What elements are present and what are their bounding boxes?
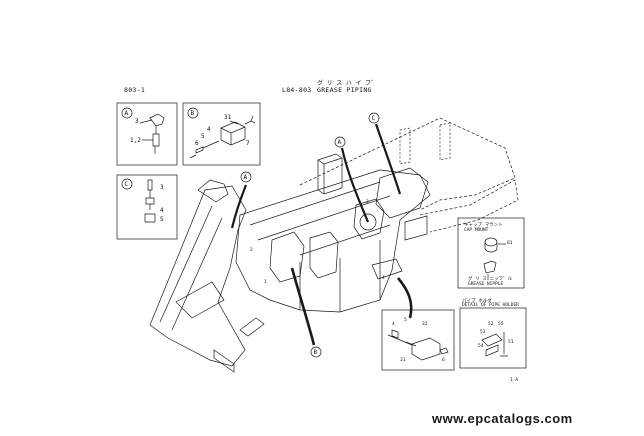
pipe-holder-label-54: 54: [478, 344, 484, 349]
callout-c-ring: [368, 112, 380, 124]
detail-b-letter: B: [190, 109, 195, 117]
page-title: GREASE PIPING: [317, 86, 372, 94]
rear-frame-side: [419, 179, 519, 233]
pipe-holder-bolt: [500, 332, 508, 357]
bottom-detail-box: [381, 309, 455, 371]
bottom-detail-nut: [439, 347, 449, 355]
detail-a-fitting: [149, 113, 165, 154]
bottom-detail-label-6: 6: [442, 358, 445, 363]
title-jp: グ リ ス ハ イ フ゜: [317, 80, 378, 87]
callout-a1-ring: [240, 171, 252, 183]
cap-mount-title: CAP MOUNT: [464, 228, 489, 233]
detail-c-label-3: 3: [160, 184, 164, 191]
detail-box-a: [116, 102, 178, 166]
bottom-detail-label-4: 4: [392, 322, 395, 327]
section-code: L84-803: [282, 86, 312, 94]
detail-b-leader-31: [229, 120, 239, 125]
cap-mount-cap: [484, 237, 498, 253]
pipe-holder-title: DETAIL OF PIPE HOLDER: [462, 303, 519, 308]
cap-mount-label: 81: [507, 241, 513, 246]
cap-mount-title-jp: キャップ マウント: [464, 223, 503, 228]
pipe-holder-label-52: 52: [488, 322, 494, 327]
cap-mount-box: [457, 217, 525, 289]
grease-nipple-shape: [483, 260, 497, 280]
rear-hose-blocks: [371, 215, 428, 280]
callout-a2: A: [337, 138, 342, 146]
bottom-detail-label-31: 31: [400, 358, 406, 363]
rear-bracket: [375, 167, 429, 219]
detail-c-label-4: 4: [160, 207, 164, 214]
hose-to-b: [290, 267, 316, 346]
callout-b-ring: [310, 346, 322, 358]
front-frame-ribs: [249, 181, 391, 312]
arm-lower-links: [213, 317, 265, 373]
part-label-4: 4: [382, 276, 385, 281]
center-pivot: [353, 198, 385, 240]
lift-arm-outline: [149, 185, 247, 367]
detail-c-nipple: [144, 179, 156, 223]
bottom-detail-label-5: 5: [404, 318, 407, 323]
part-label-2: 2: [250, 248, 253, 253]
detail-a-badge: [121, 107, 133, 119]
pipe-holder-box: [459, 307, 527, 369]
rear-frame-posts: [399, 122, 451, 165]
detail-b-label-4: 4: [207, 126, 211, 133]
detail-box-c: [116, 174, 178, 240]
detail-b-block: [220, 121, 246, 146]
detail-c-letter: C: [124, 180, 129, 188]
lift-arm-details: [159, 205, 225, 331]
bottom-detail-fittings: [387, 329, 441, 361]
page-reference: 1-A: [510, 378, 519, 383]
detail-c-badge: [121, 178, 133, 190]
front-bracket-left: [269, 231, 305, 283]
detail-b-label-31: 31: [224, 114, 232, 121]
detail-b-label-5: 5: [201, 133, 205, 140]
pipe-holder-label-53: 53: [480, 330, 486, 335]
detail-c-label-5: 5: [160, 216, 164, 223]
hose-to-detail: [397, 277, 413, 319]
detail-b-label-7: 7: [246, 140, 250, 147]
callout-a1: A: [243, 173, 248, 181]
detail-b-fittings: [189, 115, 256, 159]
detail-box-b: [182, 102, 261, 166]
rear-frame-top: [299, 117, 516, 211]
pipe-holder-clamp: [481, 333, 503, 357]
page-code: 803-1: [124, 86, 146, 94]
detail-b-badge: [187, 107, 199, 119]
callout-c: C: [371, 114, 376, 122]
part-label-1: 1: [264, 280, 267, 285]
bottom-detail-label-32: 32: [422, 322, 428, 327]
callout-a2-ring: [334, 136, 346, 148]
part-label-3: 3: [366, 200, 369, 205]
pipe-holder-label-55: 55: [498, 322, 504, 327]
pipe-holder-label-51: 51: [508, 340, 514, 345]
hose-to-a2: [340, 147, 370, 223]
grease-nipple-title-jp: グ リ ス ニッフ゜ル: [468, 277, 513, 282]
arm-pivot-top: [197, 179, 229, 203]
callout-b: B: [313, 348, 318, 356]
detail-a-label-12: 1,2: [130, 137, 141, 144]
detail-a-label-3: 3: [135, 118, 139, 125]
detail-a-letter: A: [124, 109, 129, 117]
grease-nipple-title: GREASE NIPPLE: [468, 282, 504, 287]
hose-to-a1: [230, 184, 248, 229]
hose-to-c: [374, 123, 402, 195]
detail-a-leader-3: [139, 119, 153, 124]
frame-tower: [317, 153, 343, 195]
website-watermark[interactable]: www.epcatalogs.com: [432, 411, 573, 426]
detail-b-label-6: 6: [195, 140, 199, 147]
pipe-holder-title-jp: パイプ ホルダ: [462, 299, 492, 304]
front-bracket-mid: [309, 231, 339, 279]
